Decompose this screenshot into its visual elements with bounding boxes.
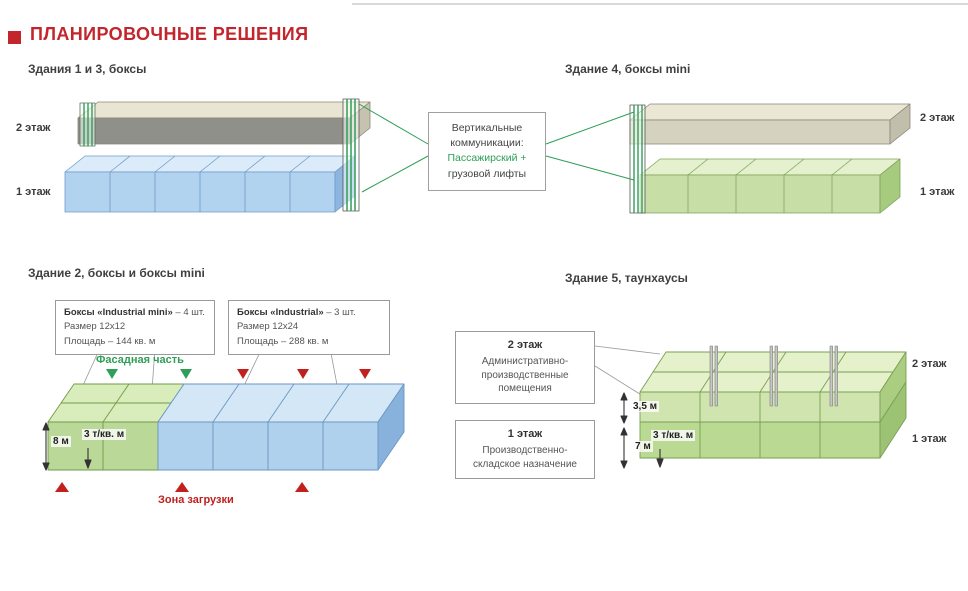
heading-building-4: Здание 4, боксы mini (565, 62, 691, 76)
b5-floor2-label: 2 этаж (912, 358, 947, 370)
note-mini-area: Площадь – 144 кв. м (64, 335, 156, 347)
lift-box-line1: Вертикальные (451, 122, 523, 134)
building-5-isometric (594, 345, 907, 469)
building-1-3-isometric (64, 98, 371, 213)
load-arrow-b2-icon (84, 448, 92, 469)
loading-zone-arrow-icons (55, 482, 309, 492)
lift-shaft-left-icon (79, 102, 96, 147)
note-floor2-title: 2 этаж (507, 339, 543, 351)
building-4-isometric (629, 103, 911, 214)
note-industrial-title: Боксы «Industrial» (237, 307, 324, 318)
vertical-communications-box: Вертикальные коммуникации: Пассажирский … (428, 112, 546, 191)
note-floor2-text: Административно-производственные помещен… (481, 356, 569, 394)
note-mini-title: Боксы «Industrial mini» (64, 307, 173, 318)
height-8m-arrow-icon (42, 422, 50, 471)
lift-connector-lines (358, 103, 635, 193)
loading-zone-label: Зона загрузки (158, 494, 234, 506)
note-industrial-size: Размер 12х24 (237, 321, 299, 333)
lift-box-line4: грузовой лифты (447, 167, 527, 180)
top-divider-line (352, 3, 968, 5)
lift-shaft-right-icon (342, 98, 360, 212)
facade-arrow-icons (106, 369, 192, 379)
note-floor1-text: Производственно-складское назначение (473, 445, 577, 470)
note-floor1-title: 1 этаж (507, 428, 543, 440)
b13-floor1-label: 1 этаж (16, 186, 51, 198)
heading-buildings-1-3: Здания 1 и 3, боксы (28, 62, 147, 76)
floor-load-label-b5: 3 т/кв. м (651, 430, 696, 441)
b4-floor1-label: 1 этаж (920, 186, 955, 198)
lift-shaft-b4-icon (629, 104, 646, 214)
lift-box-line2: коммуникации: (450, 137, 524, 150)
top-red-arrow-icons (237, 369, 371, 379)
floor-load-label-b2: 3 т/кв. м (82, 429, 127, 440)
note-industrial-area: Площадь – 288 кв. м (237, 335, 329, 347)
note-floor1-b5: 1 этаж Производственно-складское назначе… (455, 420, 595, 479)
height-7m-label: 7 м (633, 441, 653, 452)
b13-floor2-label: 2 этаж (16, 122, 51, 134)
note-mini-size: Размер 12х12 (64, 321, 126, 333)
page-title: ПЛАНИРОВОЧНЫЕ РЕШЕНИЯ (30, 24, 309, 44)
heading-building-5: Здание 5, таунхаусы (565, 271, 688, 285)
height-8m-label: 8 м (51, 436, 71, 447)
b4-floor2-label: 2 этаж (920, 112, 955, 124)
b5-floor1-label: 1 этаж (912, 433, 947, 445)
title-bullet-square (8, 31, 21, 44)
note-industrial-count: – 3 шт. (323, 307, 356, 318)
note-mini-count: – 4 шт. (172, 307, 205, 318)
lift-box-line3: Пассажирский + (447, 152, 527, 165)
building-2-isometric (42, 347, 405, 492)
note-floor2-b5: 2 этаж Административно-производственные … (455, 331, 595, 404)
note-industrial: Боксы «Industrial» – 3 шт. Размер 12х24 … (228, 300, 390, 355)
height-arrows-b5-icon (620, 392, 664, 469)
heading-building-2: Здание 2, боксы и боксы mini (28, 266, 205, 280)
height-35m-label: 3,5 м (631, 401, 660, 412)
column-post-icons (709, 345, 838, 407)
note-industrial-mini: Боксы «Industrial mini» – 4 шт. Размер 1… (55, 300, 215, 355)
facade-part-label: Фасадная часть (96, 354, 184, 366)
